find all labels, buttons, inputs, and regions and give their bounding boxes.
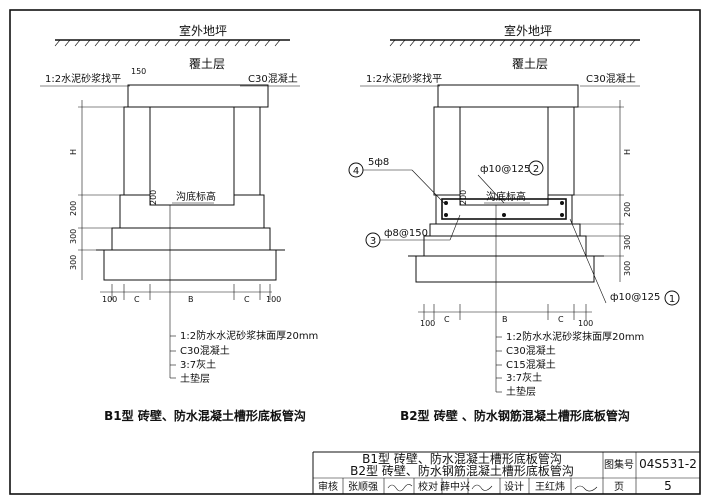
b1-dim-c2: C	[244, 295, 250, 304]
b1-concrete-label: C30混凝土	[248, 72, 298, 85]
b2-layer-1: 1:2防水水泥砂浆抹面厚20mm	[506, 330, 644, 343]
designer-name: 王红炜	[535, 480, 565, 493]
b2-layer-2: C30混凝土	[506, 344, 556, 357]
b2-dim-300b: 300	[623, 261, 632, 276]
title-line-2: B2型 砖壁、防水钢筋混凝土槽形底板管沟	[350, 463, 574, 478]
reviewer-name: 张顺强	[348, 481, 378, 493]
b2-bottom-label: 沟底标高	[486, 190, 526, 203]
atlas-number: 04S531-2	[639, 457, 697, 471]
b2-dim-200: 200	[623, 202, 632, 217]
drawing-b1: 室外地坪 覆土层 1:2水泥砂浆找平 C30混凝土 150 沟底标高 H 200	[40, 23, 318, 423]
b2-dim-b: B	[502, 315, 508, 324]
b1-dim-h: H	[69, 149, 78, 155]
b1-dim-300b: 300	[69, 255, 78, 270]
b2-dim-300a: 300	[623, 235, 632, 250]
b1-dim-200: 200	[69, 201, 78, 216]
b1-mortar-label: 1:2水泥砂浆找平	[45, 72, 121, 85]
b2-ground-label: 室外地坪	[504, 23, 552, 38]
page-label: 页	[614, 481, 624, 493]
b1-dim-100b: 100	[266, 295, 281, 304]
b1-bottom-label: 沟底标高	[176, 190, 216, 203]
b1-dim-small: 200	[149, 190, 158, 205]
title-block: B1型 砖壁、防水混凝土槽形底板管沟 B2型 砖壁、防水钢筋混凝土槽形底板管沟 …	[312, 451, 700, 494]
reviewer-signature	[387, 484, 413, 492]
design-label: 设计	[504, 480, 524, 493]
b1-caption: B1型 砖壁、防水混凝土槽形底板管沟	[104, 408, 306, 423]
b2-dim-100b: 100	[578, 319, 593, 328]
b2-rebar1-text: ф10@125	[610, 292, 660, 303]
page-number: 5	[664, 479, 672, 493]
b2-rebar1-marker	[664, 290, 680, 306]
b2-rebar2-text: ф10@125	[480, 164, 530, 175]
check-label: 校对	[418, 480, 438, 493]
b2-rebar4-text: 5ф8	[368, 157, 389, 168]
b1-ground-label: 室外地坪	[179, 23, 227, 38]
title-line-1: B1型 砖壁、防水混凝土槽形底板管沟	[362, 451, 562, 466]
b2-layer-3: C15混凝土	[506, 358, 556, 371]
b2-layer-5: 土垫层	[506, 385, 536, 398]
b2-cover-label: 覆土层	[512, 57, 548, 71]
b2-mortar-label: 1:2水泥砂浆找平	[366, 72, 442, 85]
b2-concrete-label: C30混凝土	[586, 72, 636, 85]
sheet-border	[9, 9, 701, 495]
b2-layer-4: 3:7灰土	[506, 371, 542, 384]
designer-signature	[574, 485, 598, 492]
b2-rebar3-num: 3	[370, 236, 376, 247]
b1-dim-top: 150	[131, 67, 146, 76]
b1-cover-label: 覆土层	[189, 57, 225, 71]
b1-dim-c1: C	[134, 295, 140, 304]
b2-dim-c2: C	[558, 315, 564, 324]
b2-rebar2-marker	[528, 160, 544, 176]
b2-rebar2-num: 2	[533, 164, 539, 175]
b2-rebar4-num: 4	[353, 166, 359, 177]
checker-signature	[471, 484, 493, 491]
b1-layer-1: 1:2防水水泥砂浆抹面厚20mm	[180, 329, 318, 342]
atlas-label: 图集号	[604, 458, 634, 471]
b2-caption: B2型 砖壁 、防水钢筋混凝土槽形底板管沟	[400, 408, 630, 423]
b2-dim-h: H	[623, 149, 632, 155]
b2-dim-small: 200	[459, 190, 468, 205]
checker-name: 薛中兴	[440, 480, 470, 493]
b2-rebar1-num: 1	[669, 294, 675, 305]
b1-layer-2: C30混凝土	[180, 344, 230, 357]
b1-layer-4: 土垫层	[180, 372, 210, 385]
b1-dim-300a: 300	[69, 229, 78, 244]
b2-dim-c1: C	[444, 315, 450, 324]
drawing-b2: 室外地坪 覆土层 1:2水泥砂浆找平 C30混凝土 沟底标高 4 5ф8	[348, 23, 680, 423]
b1-dim-b: B	[188, 295, 194, 304]
b2-rebar3-text: ф8@150	[384, 228, 428, 239]
review-label: 审核	[318, 480, 338, 493]
b2-dim-100a: 100	[420, 319, 435, 328]
b1-layer-3: 3:7灰土	[180, 358, 216, 371]
b1-dim-100a: 100	[102, 295, 117, 304]
